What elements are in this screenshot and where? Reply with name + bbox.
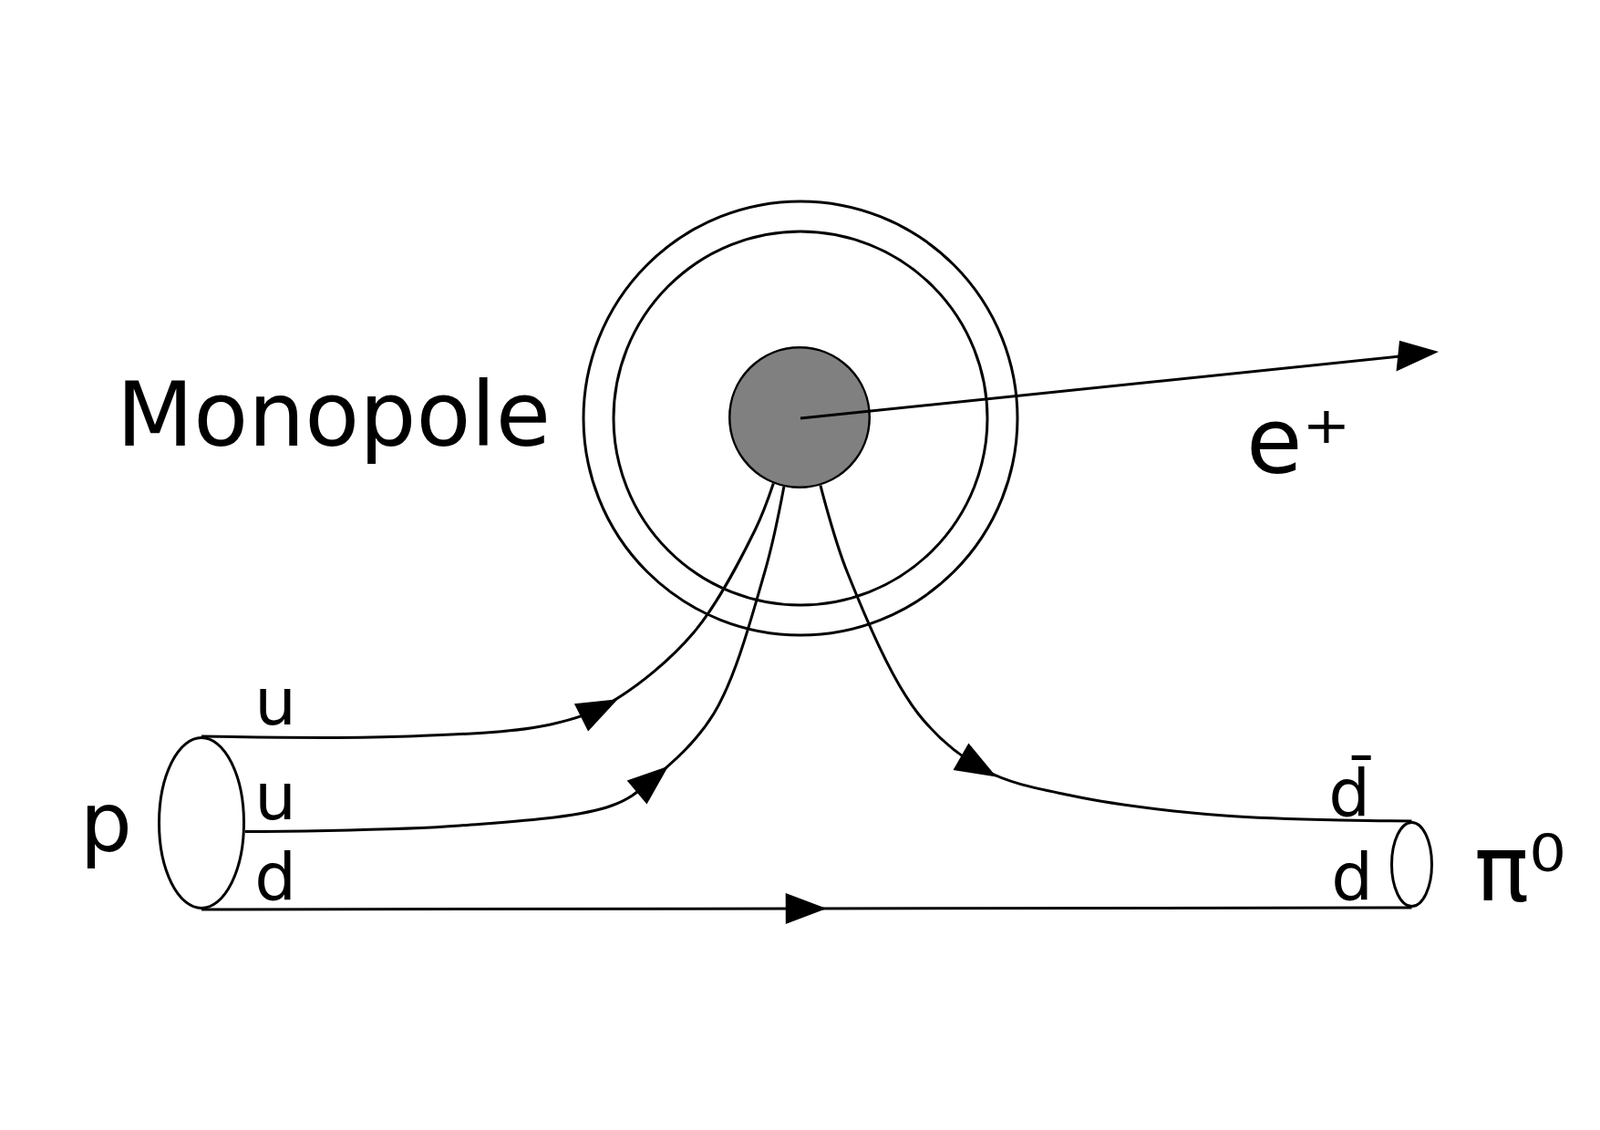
outer-ring [583, 201, 1018, 636]
quark-line [245, 486, 785, 832]
monopole-core: Monopole [728, 346, 871, 489]
arrow-head [1396, 340, 1440, 372]
arrow-head [953, 743, 998, 777]
quark-line [201, 908, 1413, 910]
quark-label: d [1331, 844, 1373, 910]
pion-cylinder: π⁰ [1390, 821, 1434, 909]
quark-line-group [245, 486, 785, 832]
proton-cylinder-outline [157, 736, 246, 910]
quark-label: d [254, 844, 297, 910]
particle-label: π⁰ [1474, 825, 1566, 917]
quark-line [201, 484, 774, 739]
quark-label: d̄ [1328, 760, 1371, 826]
quark-label: u [254, 763, 297, 830]
particle-label: e⁺ [1246, 396, 1351, 488]
quark-line-group [201, 893, 1413, 925]
quark-line-group [201, 484, 774, 739]
monopole-core-outline [728, 346, 871, 489]
pion-cylinder-shape [1392, 823, 1433, 908]
proton-cylinder: p [157, 736, 246, 910]
arrow-head [574, 699, 619, 732]
arrow-head [785, 893, 827, 925]
inner-ring [613, 231, 988, 606]
arrow-head [627, 766, 669, 806]
pion-cylinder-outline [1390, 821, 1434, 909]
monopole-label: Monopole [116, 370, 551, 460]
quark-label: u [254, 669, 297, 735]
monopole-core-shape [729, 347, 870, 488]
particle-label: p [80, 782, 133, 865]
quark-line-group [820, 485, 1413, 822]
proton-cylinder-shape [159, 738, 245, 909]
quark-line [820, 485, 1413, 822]
